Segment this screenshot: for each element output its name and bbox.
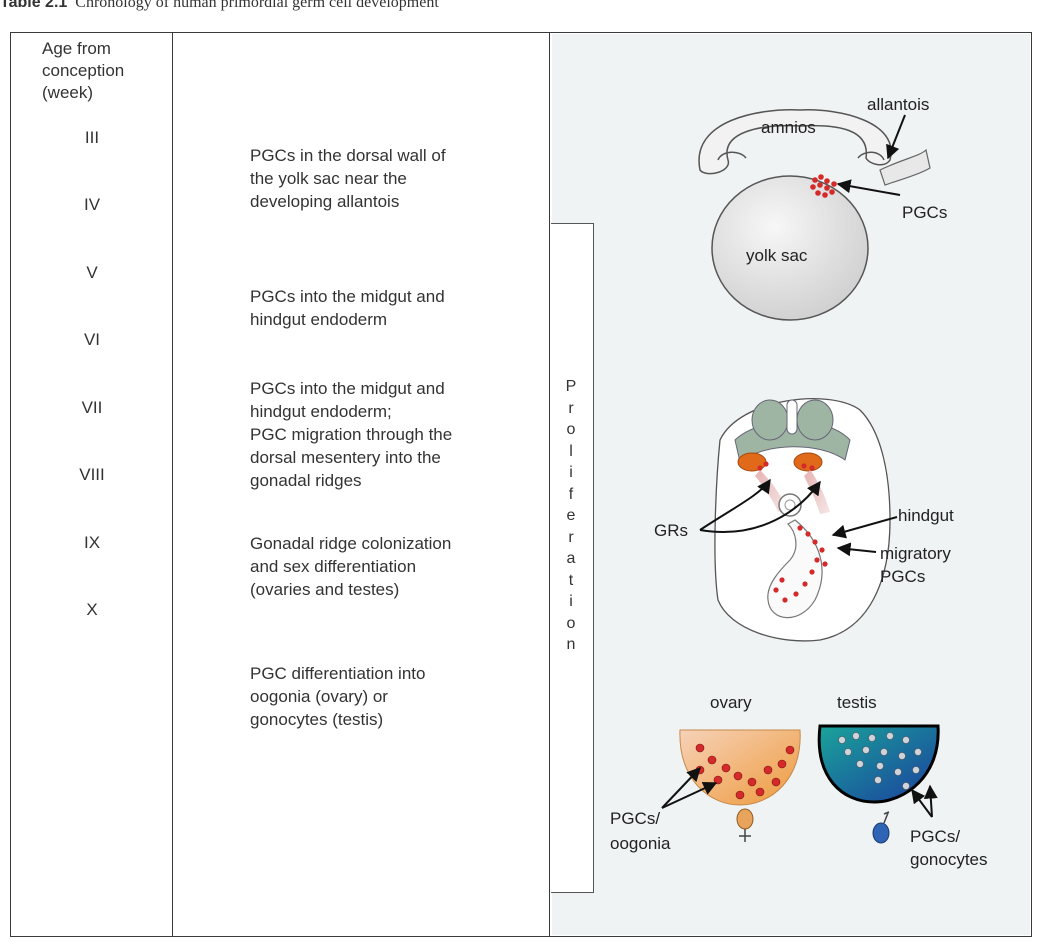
oogonia-arrow-2 [661,781,718,809]
pgcs-gonocytes-label: PGCs/ [910,827,960,846]
proliferation-letter: t [568,571,574,589]
week-label: III [84,128,100,147]
pgcs-arrow [836,179,901,196]
yolk-sac [711,175,869,321]
event-line: PGCs into the midgut and [250,287,445,306]
migratory-label: migratory [880,544,951,563]
proliferation-letter: r [568,399,574,417]
pgcs-label: PGCs [902,203,947,222]
yolk-sac-label: yolk sac [746,246,808,265]
event-description: PGCs in the dorsal wall of the yolk sac … [250,144,540,213]
event-line: dorsal mesentery into the [250,448,441,467]
hindgut-label: hindgut [898,506,954,525]
grs-left-arrow [699,478,771,531]
event-line: PGCs in the dorsal wall of [250,146,446,165]
event-line: oogonia (ovary) or [250,687,388,706]
proliferation-letter: i [569,464,573,481]
proliferation-letter: P [565,378,577,395]
amnios-label: amnios [761,118,816,137]
proliferation-letter: r [568,528,574,546]
event-line: hindgut endoderm [250,310,388,329]
event-description: Gonadal ridge colonization and sex diffe… [250,532,540,601]
gonocyte-cells [838,732,922,790]
proliferation-letter: f [568,485,574,503]
dorsal-mesentery [767,519,823,619]
event-line: hindgut endoderm; [250,402,392,421]
oogonia-cells [695,743,795,800]
female-symbol-icon [736,808,754,842]
event-line: gonocytes (testis) [250,710,384,729]
male-symbol-icon [872,811,890,844]
yolk-sac-embryo: allantois amnios PGCs yolk sac [698,95,947,321]
hindgut-core [784,499,796,511]
event-line: the yolk sac near the [250,169,407,188]
event-description: PGC differentiation into oogonia (ovary)… [250,662,540,731]
column-divider-1 [172,32,173,937]
ovary-label: ovary [710,693,752,712]
testis-label: testis [837,693,877,712]
week-label: IX [83,533,101,552]
neural-tube [786,399,798,435]
table-caption: Table 2.1 Chronology of human primordial… [0,0,1038,18]
event-line: gonadal ridges [250,471,362,490]
migratory-arrow [836,542,877,557]
week-label: VII [81,398,103,417]
table-frame [10,32,1032,937]
right-somite [796,399,834,441]
event-line: PGCs into the midgut and [250,379,445,398]
caption-label: Table 2.1 [0,0,68,11]
proliferation-letter: i [569,593,573,610]
week-label: V [86,263,98,282]
embryo-cross-section: hindgut GRs migratory PGCs [654,398,954,642]
gonocyte-arrow-2 [923,784,938,818]
pgc-cluster [810,174,837,198]
right-gonad [793,452,823,472]
column-divider-2 [549,32,550,937]
event-line: (ovaries and testes) [250,580,400,599]
event-line: Gonadal ridge colonization [250,534,452,553]
week-label: VIII [79,465,105,484]
migratory-pgcs-label: PGCs [880,567,925,586]
age-column-header: Age from conception (week) [42,38,124,104]
week-label: IV [83,195,101,214]
grs-label: GRs [654,521,688,540]
pgcs-oogonia-label: PGCs/ [610,809,660,828]
proliferation-bracket [551,223,594,893]
age-header-line: conception [42,61,125,80]
amnios-folds [717,151,885,161]
age-header-line: Age from [42,39,111,58]
event-description: PGCs into the midgut and hindgut endoder… [250,377,540,492]
proliferation-letter: o [566,614,576,632]
proliferation-letter: a [566,550,576,567]
proliferation-letter: n [566,636,576,653]
gonocyte-arrow-1 [911,788,933,818]
age-header-line: (week) [42,83,94,102]
event-line: developing allantois [250,192,400,211]
allantois-stalk [879,148,931,186]
proliferation-letter: e [566,507,576,524]
gonocytes-label: gonocytes [910,850,988,869]
proliferation-letter: l [569,442,573,460]
week-label: X [86,600,98,619]
oogonia-label: oogonia [610,834,671,853]
grs-right-arrow [699,480,821,533]
event-line: PGC differentiation into [250,664,426,683]
proliferation-letter: o [566,421,576,438]
event-description: PGCs into the midgut and hindgut endoder… [250,285,540,331]
left-somite [751,399,789,441]
caption-text: Chronology of human primordial germ cell… [75,0,439,11]
migratory-pgcs [757,461,828,603]
event-line: and sex differentiation [250,557,417,576]
week-label: VI [83,330,101,349]
allantois-arrow [886,114,906,160]
amnios-shape [698,109,892,175]
hindgut-arrow [831,516,898,539]
gonads-diagram: ovary testis [610,693,988,869]
event-line: PGC migration through the [250,425,453,444]
oogonia-arrow-1 [661,766,701,809]
allantois-label: allantois [867,95,929,114]
